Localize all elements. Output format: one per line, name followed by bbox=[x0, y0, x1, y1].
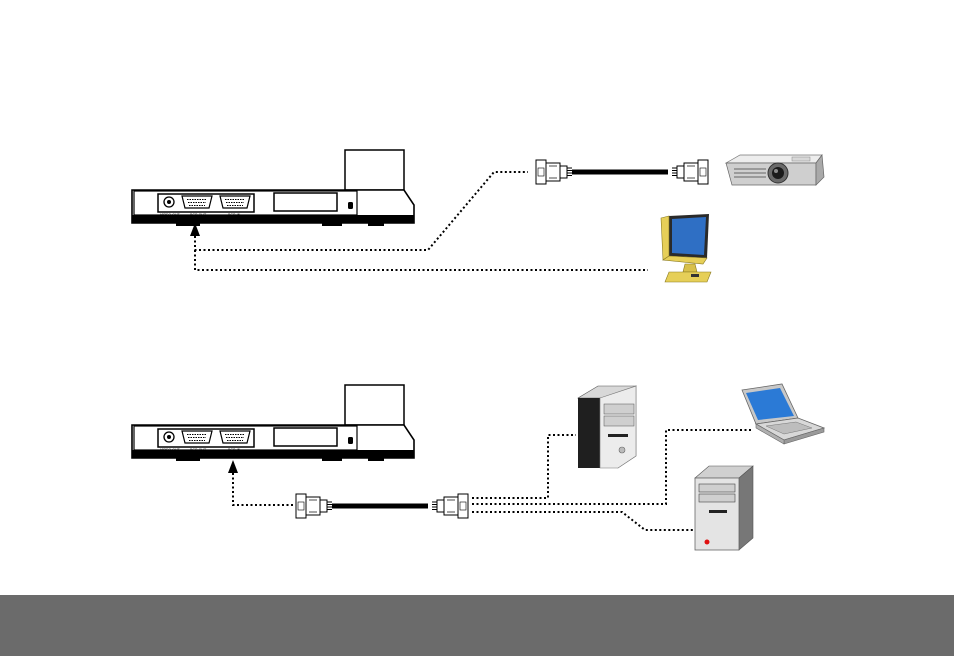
vga-cable-top bbox=[536, 160, 708, 184]
top-scene: VIDEO OUT RGB OUT RGB IN bbox=[132, 150, 824, 282]
lcd-monitor bbox=[661, 214, 711, 282]
dotted-line-to-cable bbox=[233, 473, 296, 505]
dotted-line-to-tower bbox=[472, 512, 695, 530]
port-label-rgb-in: RGB IN bbox=[228, 213, 241, 217]
bottom-scene: VIDEO OUT RGB OUT RGB IN bbox=[132, 384, 824, 550]
dotted-line-to-desktop bbox=[472, 435, 576, 498]
document-camera-bottom: VIDEO OUT RGB OUT RGB IN bbox=[132, 385, 414, 461]
port-label-video-out: VIDEO OUT bbox=[160, 213, 181, 217]
desktop-pc bbox=[578, 386, 636, 468]
dotted-line-to-monitor bbox=[195, 250, 648, 270]
projector bbox=[726, 155, 824, 185]
laptop bbox=[742, 384, 824, 444]
document-camera-top: VIDEO OUT RGB OUT RGB IN bbox=[132, 150, 414, 226]
vga-cable-bottom bbox=[296, 494, 468, 518]
port-label-rgb-out: RGB OUT bbox=[190, 448, 207, 452]
port-label-rgb-out: RGB OUT bbox=[190, 213, 207, 217]
port-label-video-out: VIDEO OUT bbox=[160, 448, 181, 452]
tower-pc bbox=[695, 466, 753, 550]
arrow-up-bottom bbox=[228, 460, 238, 473]
port-label-rgb-in: RGB IN bbox=[228, 448, 241, 452]
footer-bar bbox=[0, 595, 954, 656]
connection-diagram: VIDEO OUT RGB OUT RGB IN bbox=[0, 0, 954, 595]
